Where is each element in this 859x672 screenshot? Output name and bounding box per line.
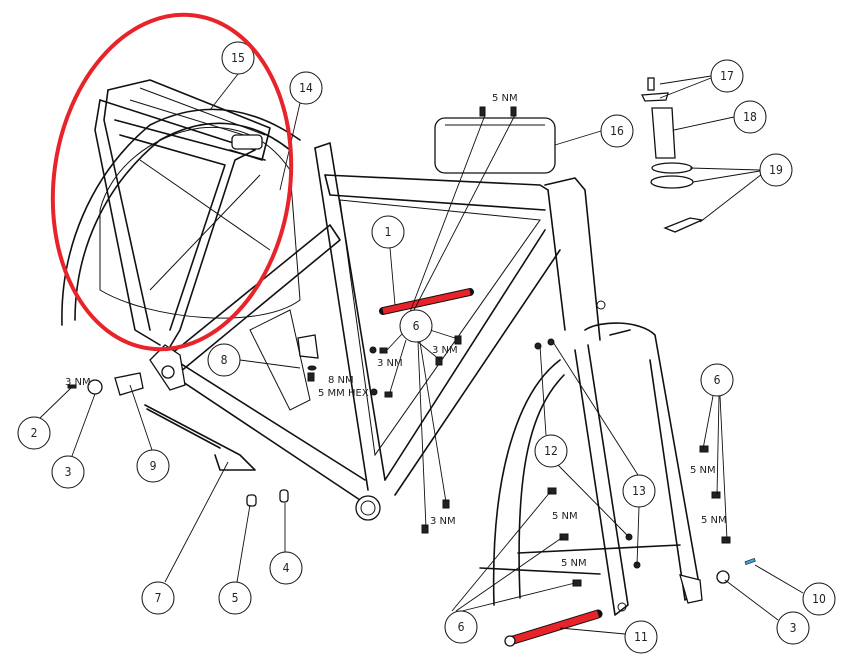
svg-text:4: 4 bbox=[283, 561, 290, 575]
callout-18: 18 bbox=[733, 100, 767, 134]
torque-fork-lower: 5 NM bbox=[701, 515, 727, 526]
svg-text:1: 1 bbox=[385, 225, 392, 239]
torque-fender-lower: 5 NM bbox=[561, 558, 587, 569]
torque-fork-upper: 5 NM bbox=[690, 465, 716, 476]
screw-10 bbox=[744, 557, 756, 565]
front-thru-axle bbox=[504, 609, 603, 647]
torque-dropout: 3 NM bbox=[65, 377, 91, 388]
callout-14: 14 bbox=[289, 71, 323, 105]
torque-labels: 5 NM 3 NM 3 NM 3 NM 8 NM 5 MM HEX 3 NM 5… bbox=[65, 93, 727, 569]
callout-3-front: 3 bbox=[776, 611, 810, 645]
callout-2: 2 bbox=[17, 416, 51, 450]
torque-8nm: 8 NM bbox=[328, 375, 354, 386]
svg-text:9: 9 bbox=[150, 459, 157, 473]
callout-3-rear: 3 bbox=[51, 455, 85, 489]
callout-6-fork: 6 bbox=[700, 363, 734, 397]
leader-lines bbox=[39, 73, 804, 635]
front-fender bbox=[479, 359, 681, 606]
callout-6-frame: 6 bbox=[399, 309, 433, 343]
rear-fender bbox=[61, 108, 301, 326]
fork bbox=[574, 322, 703, 616]
svg-text:6: 6 bbox=[458, 620, 465, 634]
callout-1: 1 bbox=[371, 215, 405, 249]
torque-right: 3 NM bbox=[432, 345, 458, 356]
callout-11: 11 bbox=[624, 620, 658, 654]
rear-rack bbox=[94, 79, 271, 351]
torque-hex: 5 MM HEX bbox=[318, 388, 369, 399]
svg-text:17: 17 bbox=[720, 69, 734, 83]
svg-text:2: 2 bbox=[31, 426, 38, 440]
torque-bottom: 3 NM bbox=[430, 516, 456, 527]
callout-13: 13 bbox=[622, 474, 656, 508]
callout-16: 16 bbox=[600, 114, 634, 148]
callout-7: 7 bbox=[141, 581, 175, 615]
rear-thru-axle bbox=[379, 288, 474, 315]
callout-6-fender: 6 bbox=[444, 610, 478, 644]
svg-text:5: 5 bbox=[232, 591, 239, 605]
svg-text:19: 19 bbox=[769, 163, 783, 177]
callout-10: 10 bbox=[802, 582, 836, 616]
svg-text:11: 11 bbox=[634, 630, 648, 644]
callout-8: 8 bbox=[207, 343, 241, 377]
callout-19: 19 bbox=[759, 153, 793, 187]
svg-text:16: 16 bbox=[610, 124, 624, 138]
callout-9: 9 bbox=[136, 449, 170, 483]
svg-text:3: 3 bbox=[65, 465, 72, 479]
svg-text:10: 10 bbox=[812, 592, 826, 606]
svg-text:6: 6 bbox=[413, 319, 420, 333]
svg-text:7: 7 bbox=[155, 591, 162, 605]
screw-2 bbox=[67, 384, 77, 389]
callout-4: 4 bbox=[269, 551, 303, 585]
torque-left: 3 NM bbox=[377, 358, 403, 369]
headset-parts bbox=[640, 77, 705, 233]
callout-5: 5 bbox=[218, 581, 252, 615]
svg-text:18: 18 bbox=[743, 110, 757, 124]
svg-text:3: 3 bbox=[790, 621, 797, 635]
callout-12: 12 bbox=[534, 434, 568, 468]
chain-guard bbox=[144, 404, 256, 471]
battery bbox=[434, 106, 556, 174]
highlight-ellipse bbox=[50, 12, 294, 352]
torque-fender-upper: 5 NM bbox=[552, 511, 578, 522]
svg-text:15: 15 bbox=[231, 51, 245, 65]
torque-battery: 5 NM bbox=[492, 93, 518, 104]
svg-text:6: 6 bbox=[714, 373, 721, 387]
svg-text:8: 8 bbox=[221, 353, 228, 367]
callout-17: 17 bbox=[710, 59, 744, 93]
bike-frame bbox=[149, 142, 606, 521]
svg-text:12: 12 bbox=[544, 444, 558, 458]
svg-text:14: 14 bbox=[299, 81, 313, 95]
callout-15: 15 bbox=[221, 41, 255, 75]
svg-text:13: 13 bbox=[632, 484, 646, 498]
